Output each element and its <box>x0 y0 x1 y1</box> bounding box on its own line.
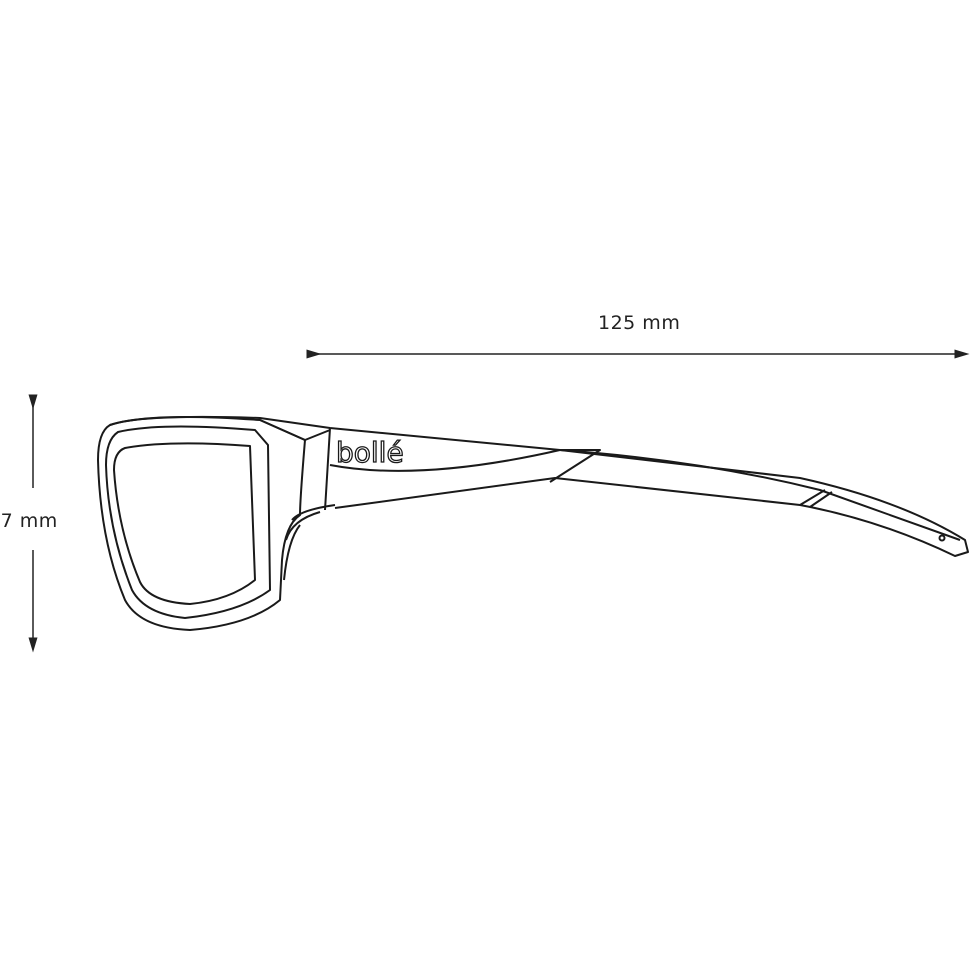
height-dimension-label: 57 mm <box>0 510 58 532</box>
glasses-frame-outline <box>97 415 969 631</box>
brand-logo: bollé <box>336 436 404 469</box>
width-dimension-label: 125 mm <box>598 312 681 334</box>
